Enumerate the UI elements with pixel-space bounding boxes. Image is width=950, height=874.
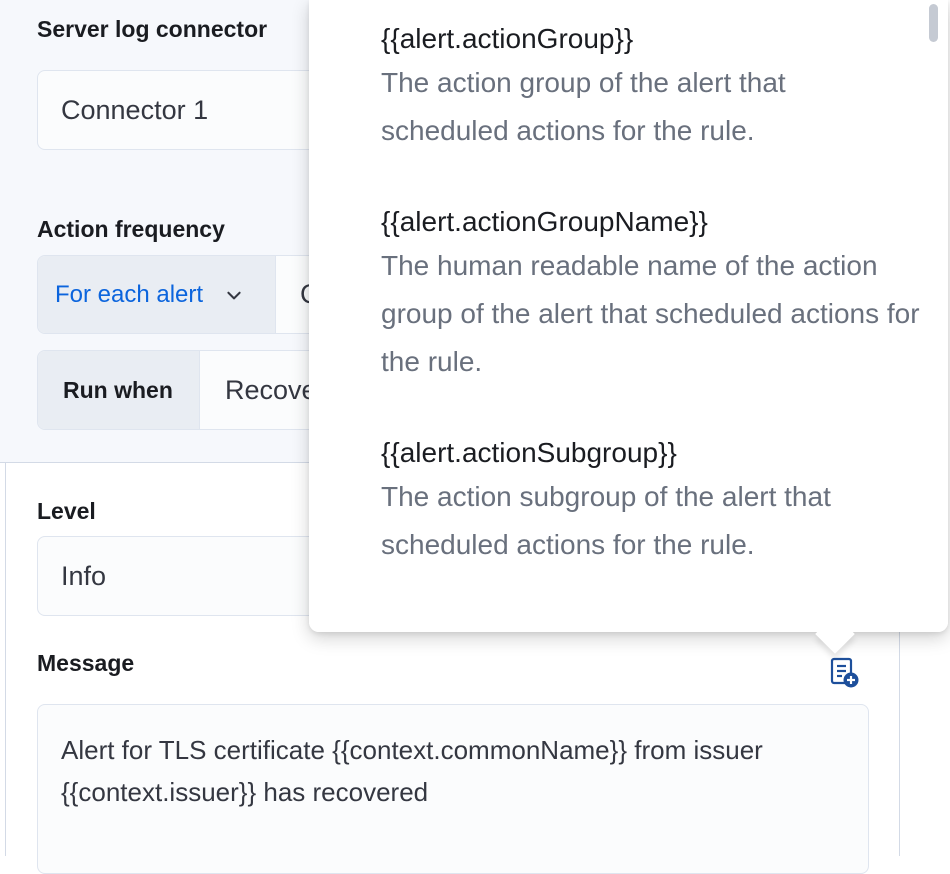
frequency-mode-label: For each alert bbox=[55, 280, 204, 308]
variable-name: {{alert.actionSubgroup}} bbox=[381, 437, 677, 468]
run-when-control: Run when Recove bbox=[37, 350, 337, 430]
level-label: Level bbox=[37, 498, 96, 524]
action-frequency-label: Action frequency bbox=[37, 216, 225, 242]
connector-select[interactable]: Connector 1 bbox=[37, 70, 337, 150]
action-frequency-control: For each alert C bbox=[37, 255, 337, 334]
variable-description: The action group of the alert that sched… bbox=[381, 67, 786, 146]
chevron-down-icon bbox=[227, 291, 241, 299]
popover-scrollbar[interactable] bbox=[929, 4, 938, 42]
run-when-value: Recove bbox=[225, 374, 317, 405]
variable-name: {{alert.actionGroup}} bbox=[381, 23, 634, 54]
variables-list-container: {{alert.actionGroup}} The action group o… bbox=[309, 0, 948, 632]
variable-description: The action subgroup of the alert that sc… bbox=[381, 481, 831, 560]
variable-name: {{alert.actionGroupName}} bbox=[381, 206, 708, 237]
connector-value: Connector 1 bbox=[61, 94, 209, 125]
message-text: Alert for TLS certificate {{context.comm… bbox=[61, 735, 763, 807]
add-variable-icon[interactable] bbox=[829, 657, 861, 689]
message-textarea[interactable]: Alert for TLS certificate {{context.comm… bbox=[37, 704, 869, 874]
variable-option-action-group-name[interactable]: {{alert.actionGroupName}} The human read… bbox=[381, 202, 921, 386]
variables-popover: {{alert.actionGroup}} The action group o… bbox=[309, 0, 948, 654]
variable-description: The human readable name of the action gr… bbox=[381, 250, 920, 377]
level-select[interactable]: Info bbox=[37, 536, 337, 616]
variables-list: {{alert.actionGroup}} The action group o… bbox=[381, 19, 921, 616]
level-value: Info bbox=[61, 560, 107, 591]
variable-option-action-group[interactable]: {{alert.actionGroup}} The action group o… bbox=[381, 19, 921, 155]
message-label: Message bbox=[37, 650, 135, 676]
frequency-mode-button[interactable]: For each alert bbox=[38, 256, 276, 333]
variable-option-action-subgroup[interactable]: {{alert.actionSubgroup}} The action subg… bbox=[381, 433, 921, 569]
connector-label: Server log connector bbox=[37, 16, 268, 42]
run-when-select[interactable]: Recove bbox=[200, 351, 317, 429]
run-when-label: Run when bbox=[38, 351, 200, 429]
